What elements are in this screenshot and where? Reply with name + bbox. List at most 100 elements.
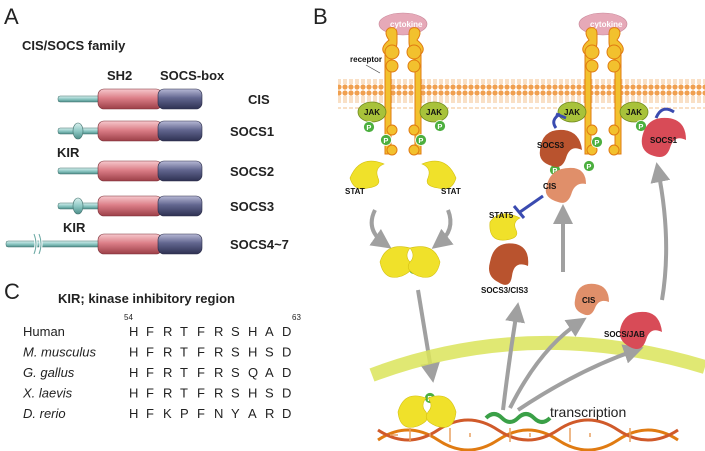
kir-label-2: KIR — [63, 220, 86, 235]
sh2-header: SH2 — [107, 68, 132, 83]
cis-inhibit-bar — [512, 205, 526, 219]
phospho-label: P — [552, 166, 557, 175]
residue: R — [214, 345, 223, 360]
residue: D — [282, 386, 291, 401]
species-name: G. gallus — [23, 365, 75, 380]
receptor-left — [357, 12, 449, 156]
jak-label-left-a: JAK — [364, 108, 380, 117]
jak-left-b — [419, 101, 449, 123]
residue: A — [248, 406, 257, 421]
stat-label-left: STAT — [345, 187, 365, 196]
panel-c-title: KIR; kinase inhibitory region — [58, 291, 235, 306]
residue: D — [282, 324, 291, 339]
residue: T — [180, 365, 188, 380]
species-name: D. rerio — [23, 406, 66, 421]
stat-left — [349, 160, 385, 190]
phospho-label: P — [437, 122, 442, 131]
residue: F — [197, 324, 205, 339]
residue: S — [265, 345, 274, 360]
residue: F — [197, 365, 205, 380]
residue: H — [248, 324, 257, 339]
socs1-domain-row — [57, 120, 203, 142]
residue: A — [265, 324, 274, 339]
phospho-label: P — [594, 138, 599, 147]
phospho-site — [380, 134, 392, 146]
stat5-label: STAT5 — [489, 211, 514, 220]
panel-a-letter: A — [4, 4, 19, 29]
panel-a-title: CIS/SOCS family — [22, 38, 126, 53]
cis-label-bound: CIS — [543, 182, 557, 191]
socs-jab-protein — [619, 311, 662, 349]
residue: D — [282, 345, 291, 360]
dna-helix — [377, 418, 679, 451]
jak-label-left-b: JAK — [426, 108, 442, 117]
residue: A — [265, 365, 274, 380]
residue: T — [180, 324, 188, 339]
phospho-label: P — [638, 122, 643, 131]
residue: F — [146, 406, 154, 421]
row-label-socs1: SOCS1 — [230, 124, 274, 139]
mrna-strand — [484, 412, 552, 424]
residue: D — [282, 365, 291, 380]
phospho-site — [363, 121, 375, 133]
stat5-protein — [489, 213, 521, 241]
panel-c-letter: C — [4, 279, 20, 304]
residue: S — [231, 386, 240, 401]
phospho-site — [583, 160, 595, 172]
socs1-bound — [641, 117, 686, 157]
residue: F — [197, 345, 205, 360]
species-name: X. laevis — [22, 386, 73, 401]
panel-b-letter: B — [313, 4, 328, 29]
nuclear-envelope — [369, 335, 705, 382]
residue: T — [180, 386, 188, 401]
stat-label-right: STAT — [441, 187, 461, 196]
cytokine-label-left: cytokine — [390, 20, 423, 29]
cell-membrane — [338, 79, 705, 109]
residue: R — [265, 406, 274, 421]
socs3-inhibit-bar — [555, 112, 567, 120]
species-name: Human — [23, 324, 65, 339]
arrow-up-socs1 — [650, 162, 671, 301]
position-end: 63 — [292, 313, 301, 322]
jak-right-b — [619, 101, 649, 123]
phospho-label: P — [418, 136, 423, 145]
residue: F — [146, 324, 154, 339]
jak-label-right-b: JAK — [626, 108, 642, 117]
species-name: M. musculus — [23, 345, 96, 360]
residue: H — [129, 324, 138, 339]
residue: D — [282, 406, 291, 421]
cis-label-free: CIS — [582, 296, 596, 305]
phospho-label: P — [586, 162, 591, 171]
phospho-site — [434, 120, 446, 132]
cytokine-label-right: cytokine — [590, 20, 623, 29]
residue: H — [129, 365, 138, 380]
receptor-pointer — [365, 64, 381, 74]
residue: F — [146, 345, 154, 360]
socs3-bound — [539, 129, 582, 167]
position-start: 54 — [124, 313, 133, 322]
cis-inhibit-line — [519, 194, 544, 214]
residue: R — [163, 345, 172, 360]
socs3-domain-row — [57, 195, 203, 217]
residue: H — [129, 345, 138, 360]
residue: S — [231, 324, 240, 339]
residue: T — [180, 345, 188, 360]
residue: F — [146, 365, 154, 380]
cis-domain-row — [57, 88, 203, 110]
arrow-to-socs3-cis3 — [501, 302, 525, 411]
arrow-stat-left — [369, 209, 392, 249]
residue: F — [146, 386, 154, 401]
residue: N — [214, 406, 223, 421]
socs3-cis3-protein — [489, 243, 529, 285]
residue: F — [197, 386, 205, 401]
phospho-label: P — [366, 123, 371, 132]
phospho-label: P — [383, 136, 388, 145]
row-label-socs4-7: SOCS4~7 — [230, 237, 289, 252]
residue: R — [214, 386, 223, 401]
socs1-label: SOCS1 — [650, 136, 678, 145]
residue: H — [248, 386, 257, 401]
phospho-site — [415, 134, 427, 146]
phospho-site — [591, 136, 603, 148]
